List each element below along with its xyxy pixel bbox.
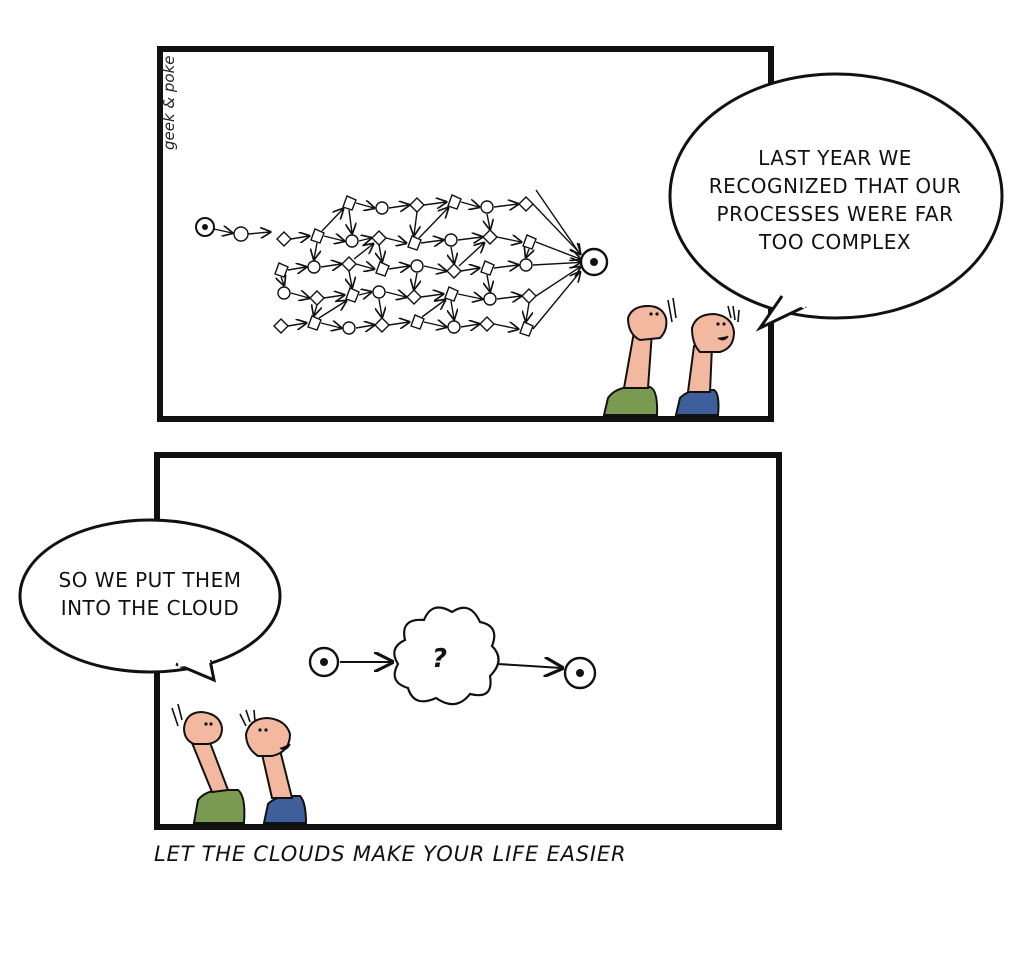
speech-text-bottom: SO WE PUT THEM INTO THE CLOUD: [30, 566, 270, 622]
speech-text-top: LAST YEAR WE RECOGNIZED THAT OUR PROCESS…: [690, 144, 980, 256]
speech-bubble-top: [668, 72, 1004, 332]
speech-line: PROCESSES WERE FAR: [716, 202, 954, 226]
person-green-top: [602, 297, 677, 416]
complex-process-diagram: [195, 189, 609, 337]
speech-line: LAST YEAR WE: [758, 146, 912, 170]
cloud-question-mark: ?: [432, 644, 448, 674]
speech-line: RECOGNIZED THAT OUR: [708, 174, 962, 198]
person-blue-top: [674, 305, 740, 416]
comic-caption: LET THE CLOUDS MAKE YOUR LIFE EASIER: [154, 842, 627, 866]
person-green-bottom: [171, 703, 246, 824]
person-blue-bottom: [239, 709, 308, 824]
speech-line: INTO THE CLOUD: [60, 596, 240, 620]
simple-process-diagram: [308, 606, 597, 706]
speech-line: TOO COMPLEX: [758, 230, 912, 254]
cloud-icon: [393, 606, 500, 706]
speech-bubble-bottom: [18, 518, 282, 683]
speech-line: SO WE PUT THEM: [58, 568, 242, 592]
